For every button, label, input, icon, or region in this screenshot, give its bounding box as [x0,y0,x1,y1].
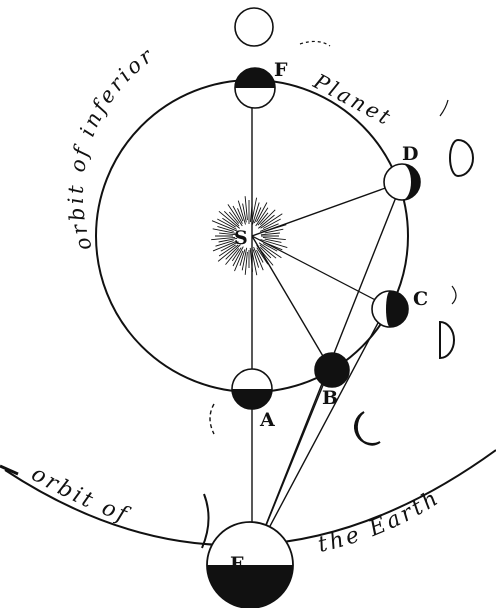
phase-gibbous [450,140,473,176]
phase-half [440,322,454,358]
planet-d [384,164,420,200]
phase-crescent [355,412,380,445]
orbit-earth-label-right: the Earth [316,485,445,558]
phase-new-top [300,41,330,46]
planet-f [235,68,275,108]
orbit-inferior-label-left: orbit of inferior [64,42,159,253]
sun-ray [260,210,275,225]
sun-label: S [234,227,248,249]
sun-ray [261,233,280,235]
phase-thin-c [452,286,456,304]
earth [207,522,293,608]
phase-thin-d [440,100,448,116]
label-b: B [322,387,338,409]
sun-rays [211,196,287,275]
orbit-inferior-label-right: Planet [309,69,397,131]
planet-a [232,369,272,409]
label-e: E [230,553,244,575]
orbit-earth-label-left: orbit of [27,461,133,528]
planet-c [372,291,408,327]
label-a: A [259,409,275,431]
phase-new-a [210,404,214,434]
phase-thin-earth [202,494,209,548]
label-f: F [274,59,288,81]
label-c: C [413,288,428,310]
phase-full [235,8,273,46]
label-d: D [402,143,418,165]
